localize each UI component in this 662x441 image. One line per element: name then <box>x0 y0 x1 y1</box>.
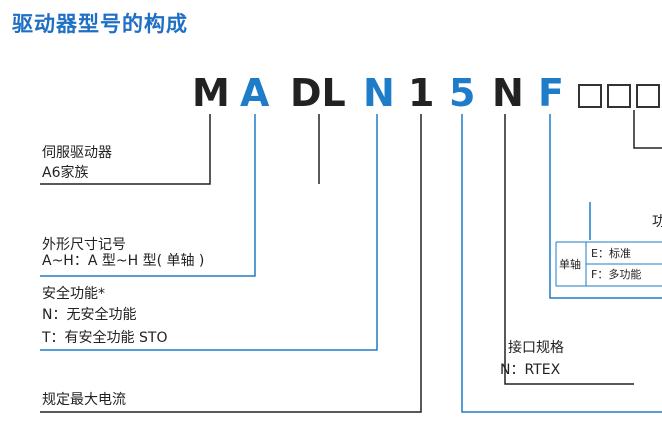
line-current <box>40 114 422 413</box>
label-option-e: E：标准 <box>591 247 631 260</box>
code-char-n2: N <box>492 71 524 115</box>
label-safety-sto: T：有安全功能 STO <box>42 330 168 346</box>
code-char-dl: DL <box>290 71 346 115</box>
label-a6-family: A6家族 <box>42 165 89 181</box>
label-option-f: F：多功能 <box>591 268 642 281</box>
line-safety <box>40 114 378 351</box>
label-function-partial: 功 <box>652 214 662 230</box>
label-safety-none: N：无安全功能 <box>42 307 137 323</box>
line-function <box>549 114 662 299</box>
func-table-grid <box>555 241 662 287</box>
code-placeholder-box-2 <box>607 84 631 108</box>
code-char-5: 5 <box>449 71 476 115</box>
label-interface-rtex: N：RTEX <box>500 362 561 378</box>
label-frame-size: 外形尺寸记号 <box>42 237 126 253</box>
label-servo-driver: 伺服驱动器 <box>42 145 112 161</box>
code-char-1: 1 <box>408 71 435 115</box>
line-5 <box>461 114 662 413</box>
code-char-a: A <box>240 71 270 115</box>
line-servo-driver <box>40 114 211 185</box>
line-frame-size <box>40 114 256 277</box>
label-current: 规定最大电流 <box>42 392 126 408</box>
code-placeholder-box-1 <box>578 84 602 108</box>
code-char-f: F <box>538 71 564 115</box>
label-single-axis: 单轴 <box>559 258 581 271</box>
page-title: 驱动器型号的构成 <box>12 12 188 36</box>
label-frame-size-detail: A~H：A 型~H 型( 单轴 ) <box>42 253 205 269</box>
code-char-n1: N <box>363 71 395 115</box>
code-char-m: M <box>192 71 230 115</box>
line-interface <box>504 114 634 385</box>
label-safety: 安全功能* <box>42 286 105 302</box>
line-box <box>633 110 662 149</box>
code-placeholder-box-3 <box>636 84 660 108</box>
label-interface: 接口规格 <box>508 340 564 356</box>
